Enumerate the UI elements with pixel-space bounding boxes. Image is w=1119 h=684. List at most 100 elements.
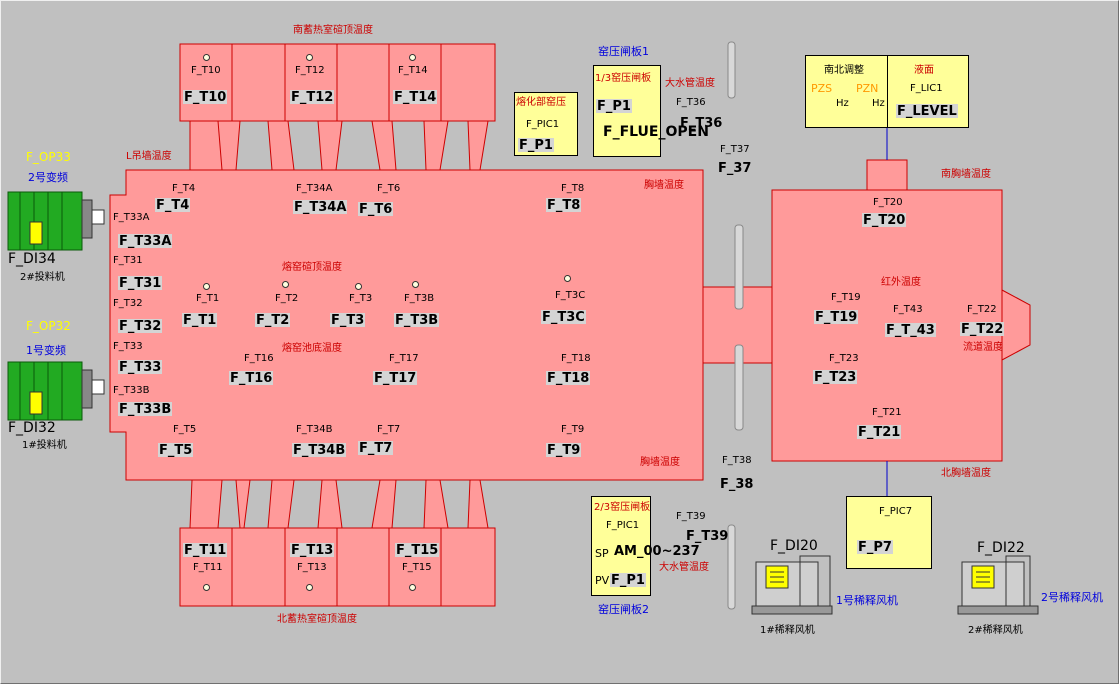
fan2-name: 2#稀释风机 <box>968 625 1023 636</box>
level-value[interactable]: F_LEVEL <box>896 104 958 119</box>
t37-value[interactable]: F_37 <box>718 161 752 176</box>
t43-value[interactable]: F_T_43 <box>885 323 936 338</box>
t7-value[interactable]: F_T7 <box>358 441 394 456</box>
t33-value[interactable]: F_T33 <box>118 360 163 375</box>
t3c-tag: F_T3C <box>555 290 586 301</box>
fan-2-graphic <box>957 555 1039 615</box>
damper1-value[interactable]: F_P1 <box>596 99 632 114</box>
charger1-freq-tag: F_OP32 <box>26 319 71 333</box>
t3-value[interactable]: F_T3 <box>330 313 366 328</box>
t1-value[interactable]: F_T1 <box>182 313 218 328</box>
t21-value[interactable]: F_T21 <box>857 425 902 440</box>
t19-tag: F_T19 <box>831 292 861 303</box>
north-regenerator-title: 北蓄热室碹顶温度 <box>277 614 357 625</box>
t8-value[interactable]: F_T8 <box>546 198 582 213</box>
t6-tag: F_T6 <box>377 183 401 194</box>
t13-value[interactable]: F_T13 <box>290 543 335 558</box>
t4-value[interactable]: F_T4 <box>155 198 191 213</box>
damper2-pv-label: PV <box>595 574 610 587</box>
throat-title: 流道温度 <box>963 342 1003 353</box>
damper2-sp-label: SP <box>595 547 609 560</box>
sensor-dot <box>203 283 210 290</box>
t14-value[interactable]: F_T14 <box>393 90 438 105</box>
damper1-panel[interactable]: 1/3窑压闸板 F_P1 F_FLUE_OPEN <box>593 65 709 157</box>
sensor-dot <box>203 584 210 591</box>
charger1-vfd-label: 1号变频 <box>26 344 66 357</box>
t39-value[interactable]: F_T39 <box>686 529 729 544</box>
t4-tag: F_T4 <box>172 183 196 194</box>
t7-tag: F_T7 <box>377 424 401 435</box>
crown-title: 熔窑碹顶温度 <box>282 262 342 273</box>
t38-tag: F_T38 <box>722 455 752 466</box>
melt-pressure-title: 熔化部窑压 <box>516 97 566 108</box>
t13-tag: F_T13 <box>297 562 327 573</box>
pzn-label: PZN <box>856 82 879 95</box>
t2-tag: F_T2 <box>275 293 299 304</box>
t1-tag: F_T1 <box>196 293 220 304</box>
melt-pressure-tag: F_PIC1 <box>526 119 560 130</box>
damper2-tag: F_PIC1 <box>606 520 640 531</box>
fan1-label: 1号稀释风机 <box>836 594 898 607</box>
t39-tag: F_T39 <box>676 511 706 522</box>
t3c-value[interactable]: F_T3C <box>541 310 586 325</box>
fan-1-graphic <box>751 555 833 615</box>
t23-value[interactable]: F_T23 <box>813 370 858 385</box>
t23-tag: F_T23 <box>829 353 859 364</box>
melt-pressure-value[interactable]: F_P1 <box>518 138 554 153</box>
damper2-sp[interactable]: AM_00~237 <box>614 544 700 559</box>
t5-value[interactable]: F_T5 <box>158 443 194 458</box>
charger1-name: 1#投料机 <box>22 440 67 451</box>
t22-value[interactable]: F_T22 <box>960 322 1005 337</box>
t33a-value[interactable]: F_T33A <box>118 234 173 249</box>
t34a-value[interactable]: F_T34A <box>293 200 348 215</box>
t32-value[interactable]: F_T32 <box>118 319 163 334</box>
damper2-pv[interactable]: F_P1 <box>610 573 646 588</box>
melt-pressure-panel[interactable]: 熔化部窑压 F_PIC1 F_P1 <box>514 92 578 156</box>
damper2-panel[interactable]: 2/3窑压闸板 F_PIC1 SP AM_00~237 PV F_P1 <box>591 496 700 596</box>
damper2-pipe: 大水管温度 <box>659 562 709 573</box>
charger2-freq-tag: F_OP33 <box>26 150 71 164</box>
level-tag: F_LIC1 <box>910 83 943 94</box>
sensor-dot <box>306 54 313 61</box>
sensor-dot <box>306 584 313 591</box>
t17-value[interactable]: F_T17 <box>373 371 418 386</box>
l-wall-title: L吊墙温度 <box>126 151 172 162</box>
damper2-title: 2/3窑压闸板 <box>594 502 651 513</box>
t36-value[interactable]: F_T36 <box>680 116 723 131</box>
t11-tag: F_T11 <box>193 562 223 573</box>
damper1-open[interactable]: F_FLUE_OPEN <box>603 124 709 140</box>
t10-value[interactable]: F_T10 <box>183 90 228 105</box>
t38-value[interactable]: F_38 <box>720 477 754 492</box>
t19-value[interactable]: F_T19 <box>814 310 859 325</box>
t6-value[interactable]: F_T6 <box>358 202 394 217</box>
t8-tag: F_T8 <box>561 183 585 194</box>
t16-value[interactable]: F_T16 <box>229 371 274 386</box>
t18-value[interactable]: F_T18 <box>546 371 591 386</box>
t34b-value[interactable]: F_T34B <box>292 443 347 458</box>
adjust-level-panel[interactable]: 南北调整 PZS PZN Hz Hz 液面 F_LIC1 F_LEVEL <box>805 55 969 128</box>
t15-tag: F_T15 <box>402 562 432 573</box>
t33b-value[interactable]: F_T33B <box>118 402 173 417</box>
t20-value[interactable]: F_T20 <box>862 213 907 228</box>
t12-value[interactable]: F_T12 <box>290 90 335 105</box>
t17-tag: F_T17 <box>389 353 419 364</box>
t22-tag: F_T22 <box>967 304 997 315</box>
pic7-value[interactable]: F_P7 <box>857 540 893 555</box>
pic7-panel[interactable]: F_PIC7 F_P7 <box>846 496 932 569</box>
t3b-value[interactable]: F_T3B <box>394 313 440 328</box>
damper1-title: 1/3窑压闸板 <box>595 73 652 84</box>
sensor-dot <box>564 275 571 282</box>
t10-tag: F_T10 <box>191 65 221 76</box>
damper2-group: 窑压闸板2 <box>598 603 649 616</box>
t2-value[interactable]: F_T2 <box>255 313 291 328</box>
t31-value[interactable]: F_T31 <box>118 276 163 291</box>
t9-value[interactable]: F_T9 <box>546 443 582 458</box>
t16-tag: F_T16 <box>244 353 274 364</box>
t34b-tag: F_T34B <box>296 424 333 435</box>
t3-tag: F_T3 <box>349 293 373 304</box>
t9-tag: F_T9 <box>561 424 585 435</box>
t14-tag: F_T14 <box>398 65 428 76</box>
t15-value[interactable]: F_T15 <box>395 543 440 558</box>
t11-value[interactable]: F_T11 <box>183 543 228 558</box>
t5-tag: F_T5 <box>173 424 197 435</box>
